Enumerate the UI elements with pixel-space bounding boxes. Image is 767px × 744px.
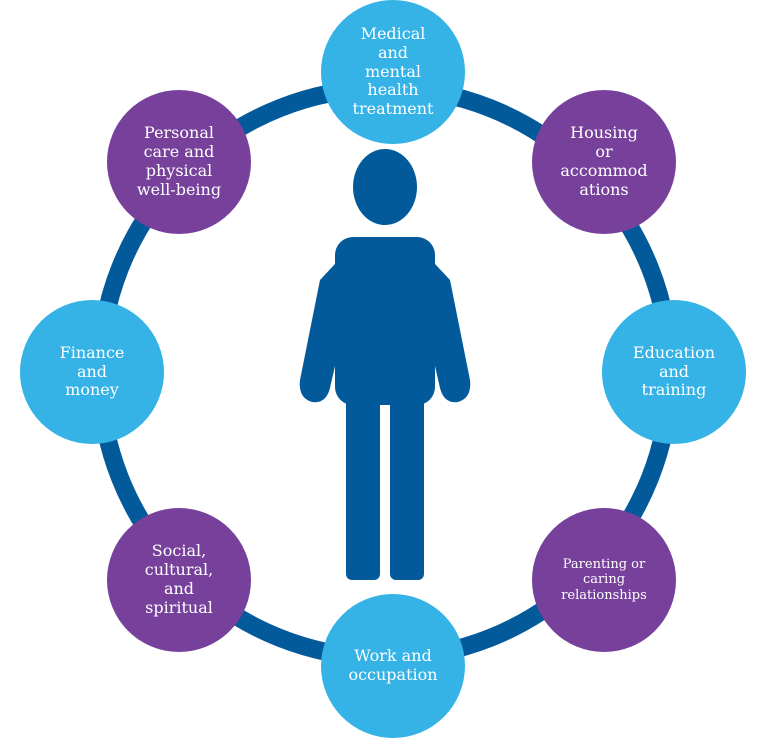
node-medical-label: Medical and mental health treatment <box>352 23 434 119</box>
node-finance: Finance and money <box>20 300 164 444</box>
node-personal-care-label: Personal care and physical well-being <box>136 123 222 199</box>
node-housing-label: Housing or accommod ations <box>560 123 648 199</box>
node-personal-care: Personal care and physical well-being <box>107 90 251 234</box>
node-parenting-label: Parenting or caring relationships <box>561 557 647 603</box>
node-education: Education and training <box>602 300 746 444</box>
node-housing: Housing or accommod ations <box>532 90 676 234</box>
node-work: Work and occupation <box>321 594 465 738</box>
node-medical-treatment: Medical and mental health treatment <box>321 0 465 144</box>
node-social: Social, cultural, and spiritual <box>107 508 251 652</box>
node-education-label: Education and training <box>632 342 716 400</box>
node-social-label: Social, cultural, and spiritual <box>144 541 214 617</box>
node-finance-label: Finance and money <box>59 342 125 400</box>
node-work-label: Work and occupation <box>348 646 438 684</box>
person-icon <box>299 149 471 580</box>
node-parenting: Parenting or caring relationships <box>532 508 676 652</box>
